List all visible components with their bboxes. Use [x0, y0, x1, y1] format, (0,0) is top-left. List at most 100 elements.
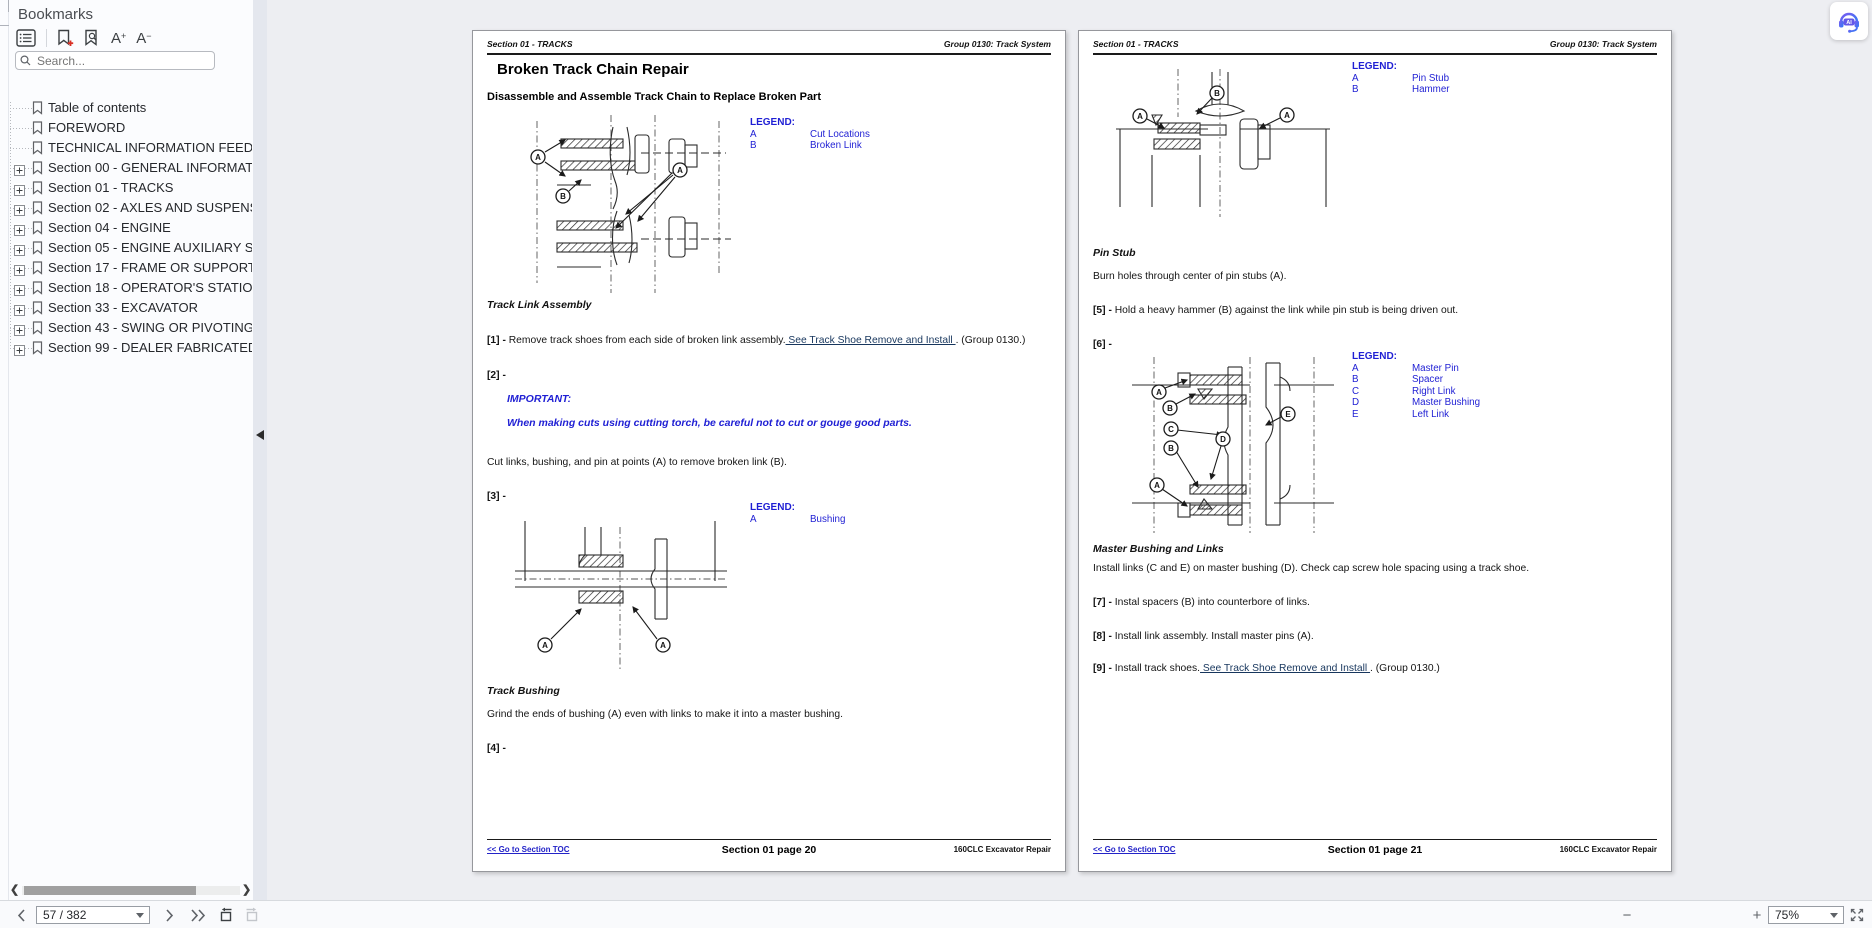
figure-track-link-assembly: A B A	[530, 115, 731, 293]
footer-manual-title: 160CLC Excavator Repair	[1559, 845, 1657, 854]
zoom-level-input[interactable]	[1769, 907, 1830, 923]
bookmark-item[interactable]: Section 17 - FRAME OR SUPPORTING STRUCTU…	[0, 258, 253, 278]
bookmark-search-field[interactable]	[15, 51, 215, 70]
footer-page-label: Section 01 page 20	[721, 844, 817, 856]
fullscreen-icon[interactable]	[1848, 906, 1866, 924]
ai-label: AI	[1846, 20, 1852, 26]
callout-letter: D	[1220, 435, 1226, 444]
step-9: [9] - Install track shoes. See Track Sho…	[1093, 663, 1440, 674]
bookmark-item[interactable]: Section 18 - OPERATOR'S STATION	[0, 278, 253, 298]
bookmark-item[interactable]: FOREWORD	[0, 118, 253, 138]
next-page-button[interactable]	[160, 906, 178, 924]
previous-page-button[interactable]	[12, 906, 30, 924]
next-view-icon[interactable]	[242, 905, 262, 925]
callout-letter: A	[1156, 388, 1162, 397]
figure-caption: Pin Stub	[1093, 247, 1136, 259]
bookmark-label: Section 99 - DEALER FABRICATED TOOLS	[48, 340, 252, 355]
ai-assistant-button[interactable]: AI	[1830, 2, 1868, 40]
step-1: [1] - Remove track shoes from each side …	[487, 335, 1026, 346]
sidebar-splitter[interactable]	[253, 0, 267, 900]
bookmark-icon	[32, 321, 43, 340]
last-page-button[interactable]	[186, 906, 210, 924]
bookmark-label: Section 02 - AXLES AND SUSPENSION	[48, 200, 252, 215]
callout-letter: B	[1168, 444, 1174, 453]
bookmark-label: Table of contents	[48, 100, 147, 115]
collapse-sidebar-icon[interactable]	[256, 430, 264, 440]
search-bookmark-icon[interactable]	[84, 29, 101, 47]
tree-expander-icon[interactable]	[14, 243, 25, 256]
burn-instruction: Burn holes through center of pin stubs (…	[1093, 271, 1287, 282]
search-input[interactable]	[35, 52, 210, 69]
bookmark-label: FOREWORD	[48, 120, 126, 135]
font-decrease-icon[interactable]: A−	[136, 29, 152, 47]
bookmark-list-icon[interactable]	[16, 29, 36, 47]
bookmark-label: Section 17 - FRAME OR SUPPORTING STRUCTU…	[48, 260, 252, 275]
page-number-combo[interactable]	[36, 906, 150, 924]
tree-expander-icon[interactable]	[14, 343, 25, 356]
font-increase-icon[interactable]: A+	[111, 29, 127, 47]
callout-letter: A	[660, 641, 666, 650]
bookmark-icon	[32, 281, 43, 300]
bookmark-item[interactable]: Section 33 - EXCAVATOR	[0, 298, 253, 318]
bookmark-icon	[32, 101, 43, 120]
bookmark-item[interactable]: Section 05 - ENGINE AUXILIARY SYSTEMS	[0, 238, 253, 258]
step-8: [8] - Install link assembly. Install mas…	[1093, 631, 1314, 642]
track-shoe-link[interactable]: See Track Shoe Remove and Install	[785, 335, 956, 346]
page-title: Broken Track Chain Repair	[497, 61, 689, 78]
legend-title: LEGEND:	[750, 502, 795, 513]
bookmarks-sidebar: Bookmarks A+ A− Table of contents FOREWO…	[0, 0, 253, 900]
tree-expander-icon[interactable]	[14, 163, 25, 176]
zoom-level-combo[interactable]	[1768, 906, 1844, 924]
bookmark-item[interactable]: TECHNICAL INFORMATION FEEDBACK	[0, 138, 253, 158]
tree-expander-icon[interactable]	[14, 303, 25, 316]
bookmark-item[interactable]: Section 02 - AXLES AND SUSPENSION	[0, 198, 253, 218]
zoom-in-button[interactable]: +	[1752, 906, 1762, 924]
callout-letter: B	[1214, 89, 1220, 98]
page-subtitle: Disassemble and Assemble Track Chain to …	[487, 91, 822, 103]
tree-expander-icon[interactable]	[14, 263, 25, 276]
sidebar-hscrollbar-thumb[interactable]	[24, 886, 196, 895]
prev-view-icon[interactable]	[216, 905, 236, 925]
bookmark-icon	[32, 221, 43, 240]
add-bookmark-icon[interactable]	[57, 29, 74, 47]
legend-title: LEGEND:	[1352, 61, 1397, 72]
bookmark-item[interactable]: Section 00 - GENERAL INFORMATION	[0, 158, 253, 178]
track-shoe-link[interactable]: See Track Shoe Remove and Install	[1200, 663, 1371, 674]
scroll-right-icon[interactable]: ❯	[242, 884, 252, 896]
footer-rule	[1093, 839, 1657, 840]
figure-pin-stub: A B A	[1116, 69, 1330, 217]
cut-instruction: Cut links, bushing, and pin at points (A…	[487, 457, 787, 468]
panel-edge-vertical	[8, 0, 9, 12]
page-header-right: Group 0130: Track System	[943, 39, 1051, 49]
go-to-section-toc-link[interactable]: << Go to Section TOC	[1093, 845, 1176, 854]
go-to-section-toc-link[interactable]: << Go to Section TOC	[487, 845, 570, 854]
bookmark-label: Section 43 - SWING OR PIVOTING SYSTEM	[48, 320, 252, 335]
page-number-input[interactable]	[37, 907, 136, 923]
bookmark-item[interactable]: Section 04 - ENGINE	[0, 218, 253, 238]
footer-page-label: Section 01 page 21	[1327, 844, 1423, 856]
tree-expander-icon[interactable]	[14, 223, 25, 236]
callout-letter: A	[677, 166, 683, 175]
bookmark-item[interactable]: Section 99 - DEALER FABRICATED TOOLS	[0, 338, 253, 358]
bookmark-item[interactable]: Table of contents	[0, 98, 253, 118]
bookmark-item[interactable]: Section 43 - SWING OR PIVOTING SYSTEM	[0, 318, 253, 338]
bookmark-label: Section 05 - ENGINE AUXILIARY SYSTEMS	[48, 240, 252, 255]
bookmark-item[interactable]: Section 01 - TRACKS	[0, 178, 253, 198]
bookmark-icon	[32, 301, 43, 320]
header-rule	[487, 53, 1051, 55]
bookmark-label: Section 04 - ENGINE	[48, 220, 171, 235]
header-rule	[1093, 53, 1657, 55]
scroll-left-icon[interactable]: ❮	[10, 884, 20, 896]
tree-expander-icon[interactable]	[14, 283, 25, 296]
bookmark-label: Section 18 - OPERATOR'S STATION	[48, 280, 252, 295]
tree-expander-icon[interactable]	[14, 203, 25, 216]
tree-expander-icon[interactable]	[14, 323, 25, 336]
step-3: [3] -	[487, 491, 506, 502]
page-header-left: Section 01 - TRACKS	[1093, 39, 1179, 49]
zoom-out-button[interactable]: −	[1622, 906, 1632, 924]
callout-letter: C	[1168, 425, 1174, 434]
tree-expander-icon[interactable]	[14, 183, 25, 196]
